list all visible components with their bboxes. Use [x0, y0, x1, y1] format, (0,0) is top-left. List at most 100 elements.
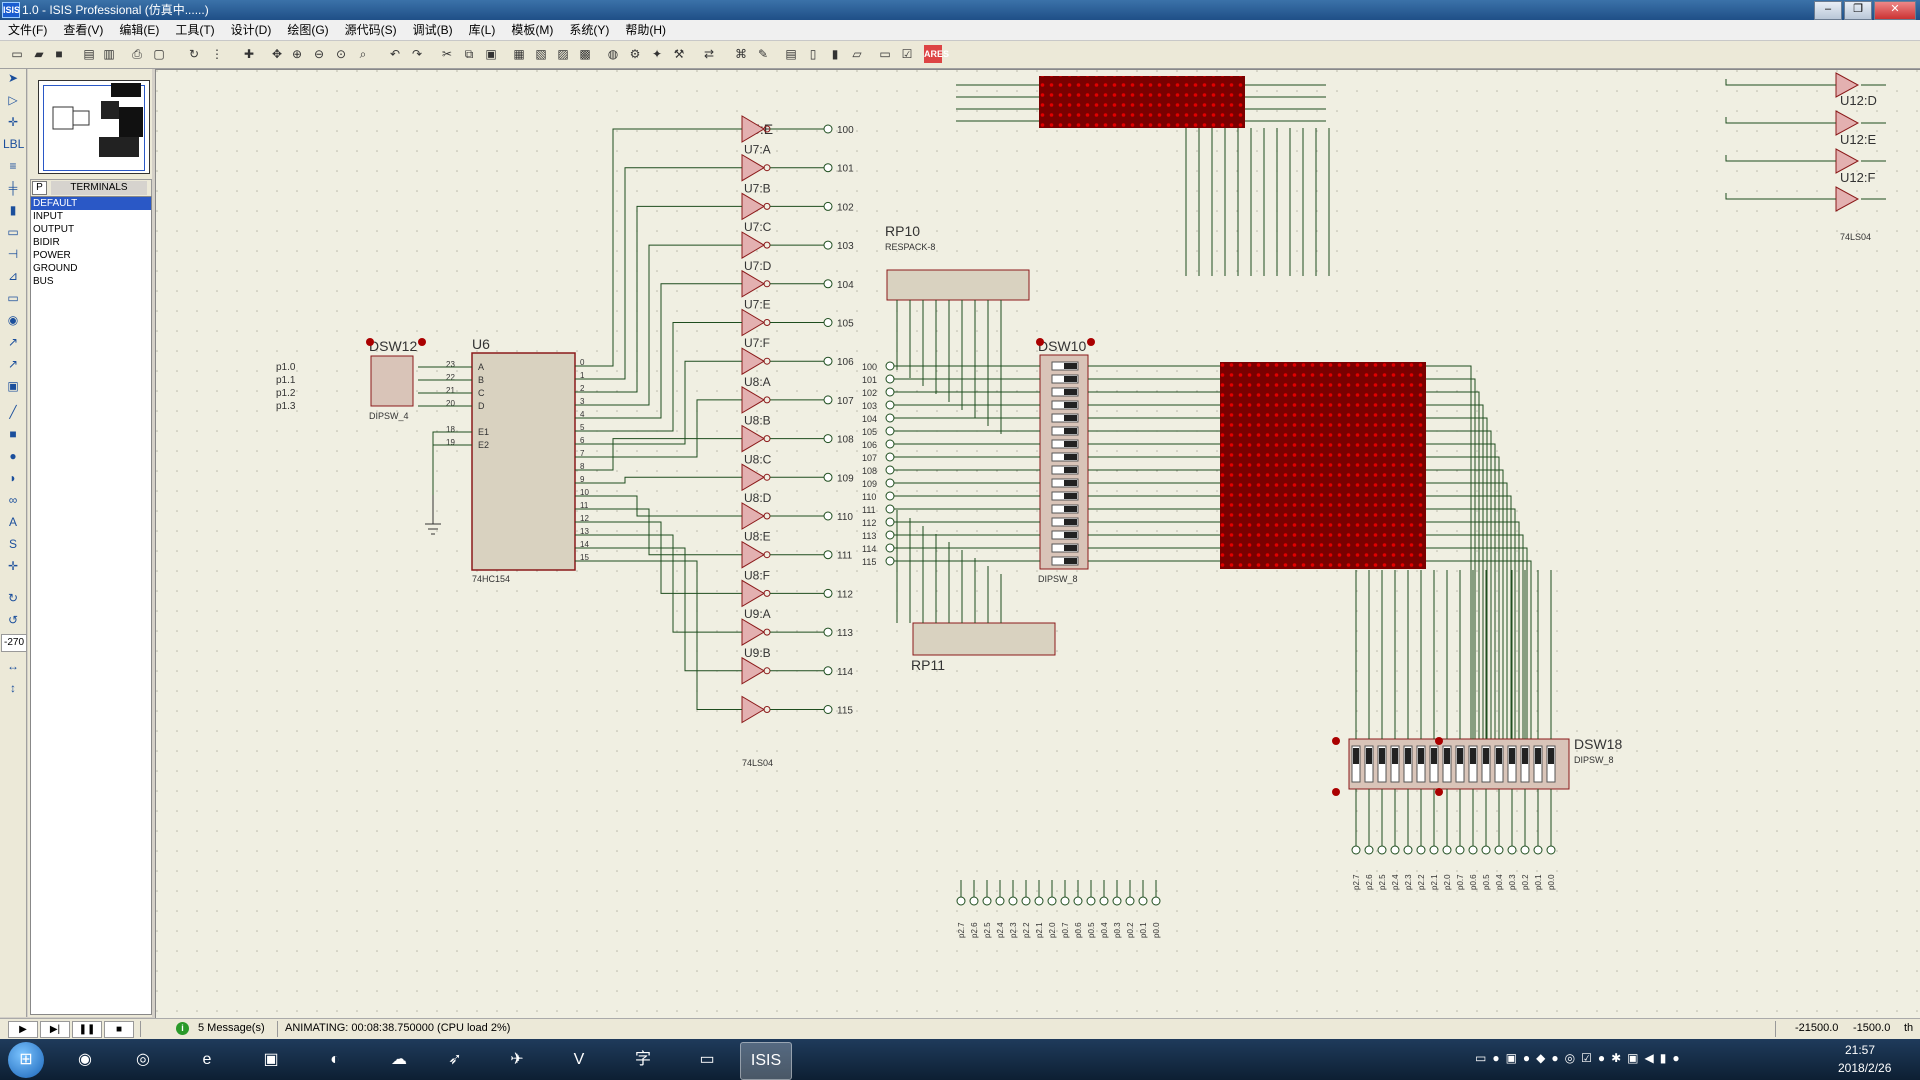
origin-icon[interactable]: ✚ — [243, 47, 255, 61]
app-char-icon[interactable]: 字 — [634, 1051, 651, 1068]
make-device-icon[interactable]: ⚙ — [629, 47, 641, 61]
dsw12-switch[interactable]: DSW12 DIPSW_4 — [366, 338, 426, 421]
voltage-probe-icon[interactable]: ↗ — [7, 335, 19, 349]
menu-library[interactable]: 库(L) — [468, 23, 496, 37]
menu-help[interactable]: 帮助(H) — [625, 23, 666, 37]
block-copy-icon[interactable]: ▦ — [513, 47, 525, 61]
print-area-icon[interactable]: ▢ — [153, 47, 165, 61]
menu-file[interactable]: 文件(F) — [8, 23, 48, 37]
u6-decoder[interactable]: U6 74HC154 A B C D E1 E2 23 22 21 20 18 … — [446, 336, 576, 584]
menu-graph[interactable]: 绘图(G) — [287, 23, 329, 37]
device-pins-mode-icon[interactable]: ⊣ — [7, 247, 19, 261]
stop-button[interactable]: ■ — [104, 1021, 134, 1038]
decompose-icon[interactable]: ⚒ — [673, 47, 685, 61]
copy-icon[interactable]: ⧉ — [464, 47, 474, 61]
schematic-canvas[interactable]: DSW12 DIPSW_4 p1.0 p1.1 p1.2 p1.3 U6 74H… — [155, 69, 1920, 1019]
step-button[interactable]: ▶| — [40, 1021, 70, 1038]
menu-system[interactable]: 系统(Y) — [569, 23, 610, 37]
list-item[interactable]: GROUND — [33, 263, 78, 274]
goto-sheet-icon[interactable]: ▮ — [831, 47, 839, 61]
play-button[interactable]: ▶ — [8, 1021, 38, 1038]
bom-icon[interactable]: ▱ — [852, 47, 862, 61]
rotation-field[interactable]: -270 — [1, 634, 27, 652]
symbol-mode-icon[interactable]: S — [8, 537, 17, 551]
menu-view[interactable]: 查看(V) — [63, 23, 104, 37]
wire-autorouter-icon[interactable]: ⇄ — [703, 47, 715, 61]
rp11-resistor-pack[interactable]: RP11 — [911, 622, 1056, 673]
app-360-icon[interactable]: ◉ — [78, 1051, 92, 1068]
pick-button[interactable]: P — [32, 181, 47, 195]
open-folder-icon[interactable]: ▰ — [34, 47, 44, 61]
block-move-icon[interactable]: ▧ — [535, 47, 547, 61]
iqiyi-icon[interactable]: ▣ — [263, 1051, 279, 1068]
minimize-button[interactable]: – — [1814, 1, 1842, 20]
netlist-icon[interactable]: ▭ — [879, 47, 891, 61]
isis-task-button[interactable]: ISIS — [740, 1042, 792, 1080]
text-script-mode-icon[interactable]: ≡ — [9, 159, 17, 173]
baidu-netdisk-icon[interactable]: ☁ — [391, 1051, 407, 1068]
system-tray[interactable]: ▭●▣●◆●◎☑●✱▣◀▮● — [1475, 1051, 1686, 1065]
junction-mode-icon[interactable]: ✛ — [7, 115, 19, 129]
new-sheet-icon[interactable]: ▤ — [785, 47, 797, 61]
import-icon[interactable]: ▤ — [83, 47, 95, 61]
app-globe-icon[interactable]: ◐ — [330, 1051, 340, 1068]
box-mode-icon[interactable]: ■ — [9, 427, 17, 441]
tape-recorder-icon[interactable]: ▭ — [7, 291, 19, 305]
export-icon[interactable]: ▥ — [103, 47, 115, 61]
redo-icon[interactable]: ↷ — [411, 47, 423, 61]
zoom-area-icon[interactable]: ⌕ — [359, 47, 367, 61]
list-item[interactable]: INPUT — [33, 211, 63, 222]
property-tool-icon[interactable]: ✎ — [757, 47, 769, 61]
erc-icon[interactable]: ☑ — [901, 47, 913, 61]
info-icon[interactable]: i — [176, 1022, 189, 1035]
virtual-instruments-icon[interactable]: ▣ — [7, 379, 19, 393]
menu-source[interactable]: 源代码(S) — [344, 23, 397, 37]
zoom-out-icon[interactable]: ⊖ — [313, 47, 325, 61]
keil-icon[interactable]: V — [573, 1051, 585, 1068]
block-rotate-icon[interactable]: ▨ — [557, 47, 569, 61]
restore-button[interactable]: ❐ — [1844, 1, 1872, 20]
paste-icon[interactable]: ▣ — [485, 47, 497, 61]
explorer-icon[interactable]: ▭ — [699, 1051, 715, 1068]
clock-time[interactable]: 21:57 — [1845, 1043, 1876, 1057]
start-button[interactable]: ⊞ — [8, 1042, 44, 1078]
mirror-y-icon[interactable]: ↕ — [10, 681, 16, 695]
wire-label-mode-icon[interactable]: LBL — [3, 137, 25, 151]
cut-icon[interactable]: ✂ — [441, 47, 453, 61]
list-item[interactable]: POWER — [33, 250, 71, 261]
pause-button[interactable]: ❚❚ — [72, 1021, 102, 1038]
generator-mode-icon[interactable]: ◉ — [7, 313, 19, 327]
rotate-cw-icon[interactable]: ↻ — [7, 591, 19, 605]
pick-device-icon[interactable]: ◍ — [607, 47, 619, 61]
marker-mode-icon[interactable]: ✛ — [7, 559, 19, 573]
list-item[interactable]: OUTPUT — [33, 224, 75, 235]
rp10-resistor-pack[interactable]: RP10 RESPACK-8 — [885, 223, 1030, 301]
path-mode-icon[interactable]: ∞ — [8, 493, 18, 507]
arc-mode-icon[interactable]: ◗ — [9, 471, 17, 485]
list-item[interactable]: DEFAULT — [31, 197, 151, 210]
browser-icon[interactable]: ◎ — [136, 1051, 150, 1068]
remove-sheet-icon[interactable]: ▯ — [809, 47, 817, 61]
package-tool-icon[interactable]: ✦ — [651, 47, 663, 61]
refresh-icon[interactable]: ↻ — [188, 47, 200, 61]
ie-icon[interactable]: e — [202, 1051, 212, 1068]
grid-icon[interactable]: ⋮ — [211, 47, 223, 61]
app-feather-icon[interactable]: ➶ — [448, 1051, 462, 1068]
list-item[interactable]: BUS — [33, 276, 54, 287]
menu-tools[interactable]: 工具(T) — [175, 23, 215, 37]
subcircuit-mode-icon[interactable]: ▮ — [9, 203, 17, 217]
schematic-drawing[interactable]: DSW12 DIPSW_4 p1.0 p1.1 p1.2 p1.3 U6 74H… — [156, 70, 1920, 1018]
circle-mode-icon[interactable]: ● — [9, 449, 17, 463]
line-mode-icon[interactable]: ╱ — [9, 405, 17, 419]
search-tag-icon[interactable]: ⌘ — [735, 47, 747, 61]
pan-icon[interactable]: ✥ — [271, 47, 283, 61]
clock-date[interactable]: 2018/2/26 — [1838, 1061, 1892, 1075]
rotate-ccw-icon[interactable]: ↺ — [7, 613, 19, 627]
overview-window[interactable] — [38, 80, 150, 174]
print-icon[interactable]: ⎙ — [132, 47, 142, 61]
graph-mode-icon[interactable]: ⊿ — [7, 269, 19, 283]
selection-mode-icon[interactable]: ➤ — [7, 71, 19, 85]
terminals-mode-icon[interactable]: ▭ — [7, 225, 19, 239]
new-file-icon[interactable]: ▭ — [11, 47, 23, 61]
bus-mode-icon[interactable]: ╪ — [8, 181, 18, 195]
